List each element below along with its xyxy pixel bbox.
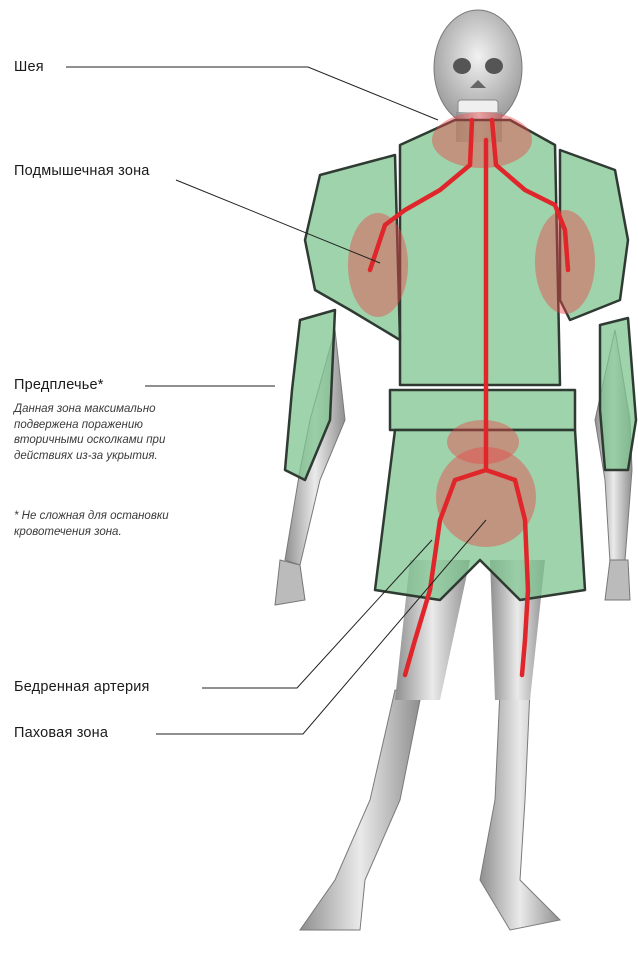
right-leg: [480, 690, 560, 930]
leader-neck: [66, 67, 438, 120]
forearm-description: Данная зона максимально подвержена пораж…: [14, 402, 249, 464]
forearm-description-line: вторичными осколками при: [14, 433, 249, 449]
footnote-line: * Не сложная для остановки: [14, 509, 249, 525]
hotspot-left-armpit: [348, 213, 408, 317]
left-leg: [300, 690, 420, 930]
footnote-line: кровотечения зона.: [14, 525, 249, 541]
armor-right-forearm: [600, 318, 636, 470]
hotspot-neck: [432, 112, 532, 168]
label-armpit: Подмышечная зона: [14, 163, 150, 179]
label-femoral-artery: Бедренная артерия: [14, 679, 150, 695]
footnote: * Не сложная для остановки кровотечения …: [14, 509, 249, 540]
label-neck: Шея: [14, 59, 44, 75]
label-groin: Паховая зона: [14, 725, 108, 741]
label-forearm: Предплечье*: [14, 377, 104, 393]
forearm-description-line: действиях из-за укрытия.: [14, 449, 249, 465]
forearm-description-line: Данная зона максимально: [14, 402, 249, 418]
forearm-description-line: подвержена поражению: [14, 418, 249, 434]
